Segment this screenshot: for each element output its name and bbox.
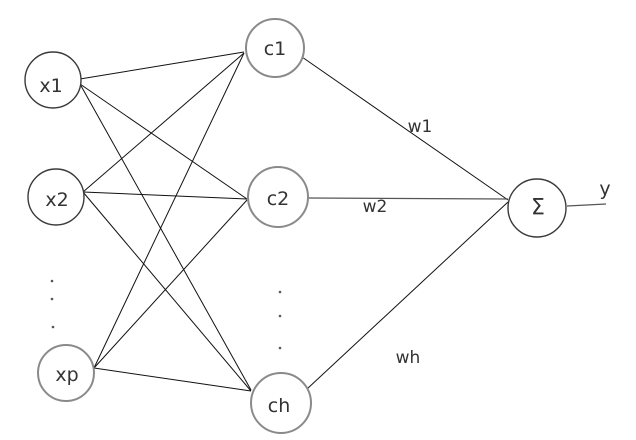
edge-xp-c1 — [93, 52, 245, 369]
input-node-x1: x1 — [24, 51, 82, 109]
edge-x2-c1 — [82, 52, 245, 193]
weight-label-w1: w1 — [408, 117, 433, 137]
hidden-ellipsis — [278, 290, 282, 350]
edge-ch-sum — [306, 201, 509, 390]
edge-x1-c1 — [79, 51, 245, 80]
hidden-output-edges — [301, 56, 607, 390]
input-label-xp: xp — [55, 364, 78, 386]
input-label-x2: x2 — [45, 189, 68, 211]
input-hidden-edges — [79, 51, 252, 392]
output-line — [566, 203, 607, 207]
hidden-node-ch: ch — [250, 372, 312, 434]
edge-c1-sum — [301, 56, 509, 201]
sigma-icon: Σ — [531, 196, 545, 221]
input-ellipsis — [50, 279, 55, 329]
hidden-label-ch: ch — [268, 395, 291, 417]
weight-label-wh: wh — [396, 348, 421, 368]
hidden-label-c1: c1 — [264, 38, 287, 60]
input-node-x2: x2 — [27, 168, 85, 226]
edge-xp-ch — [93, 367, 252, 392]
edge-xp-c2 — [93, 199, 248, 369]
edge-x2-ch — [82, 191, 252, 392]
edge-x1-c2 — [79, 83, 248, 200]
hidden-label-c2: c2 — [267, 188, 290, 210]
hidden-node-c2: c2 — [247, 166, 309, 228]
input-node-xp: xp — [37, 344, 95, 402]
summation-node: Σ — [507, 178, 567, 238]
edge-c2-sum — [307, 197, 509, 200]
output-label-y: y — [599, 178, 610, 200]
hidden-node-c1: c1 — [245, 18, 305, 78]
edge-x1-ch — [79, 83, 252, 391]
edge-x2-c2 — [82, 191, 248, 200]
weight-label-w2: w2 — [363, 197, 388, 217]
input-label-x1: x1 — [39, 75, 62, 97]
